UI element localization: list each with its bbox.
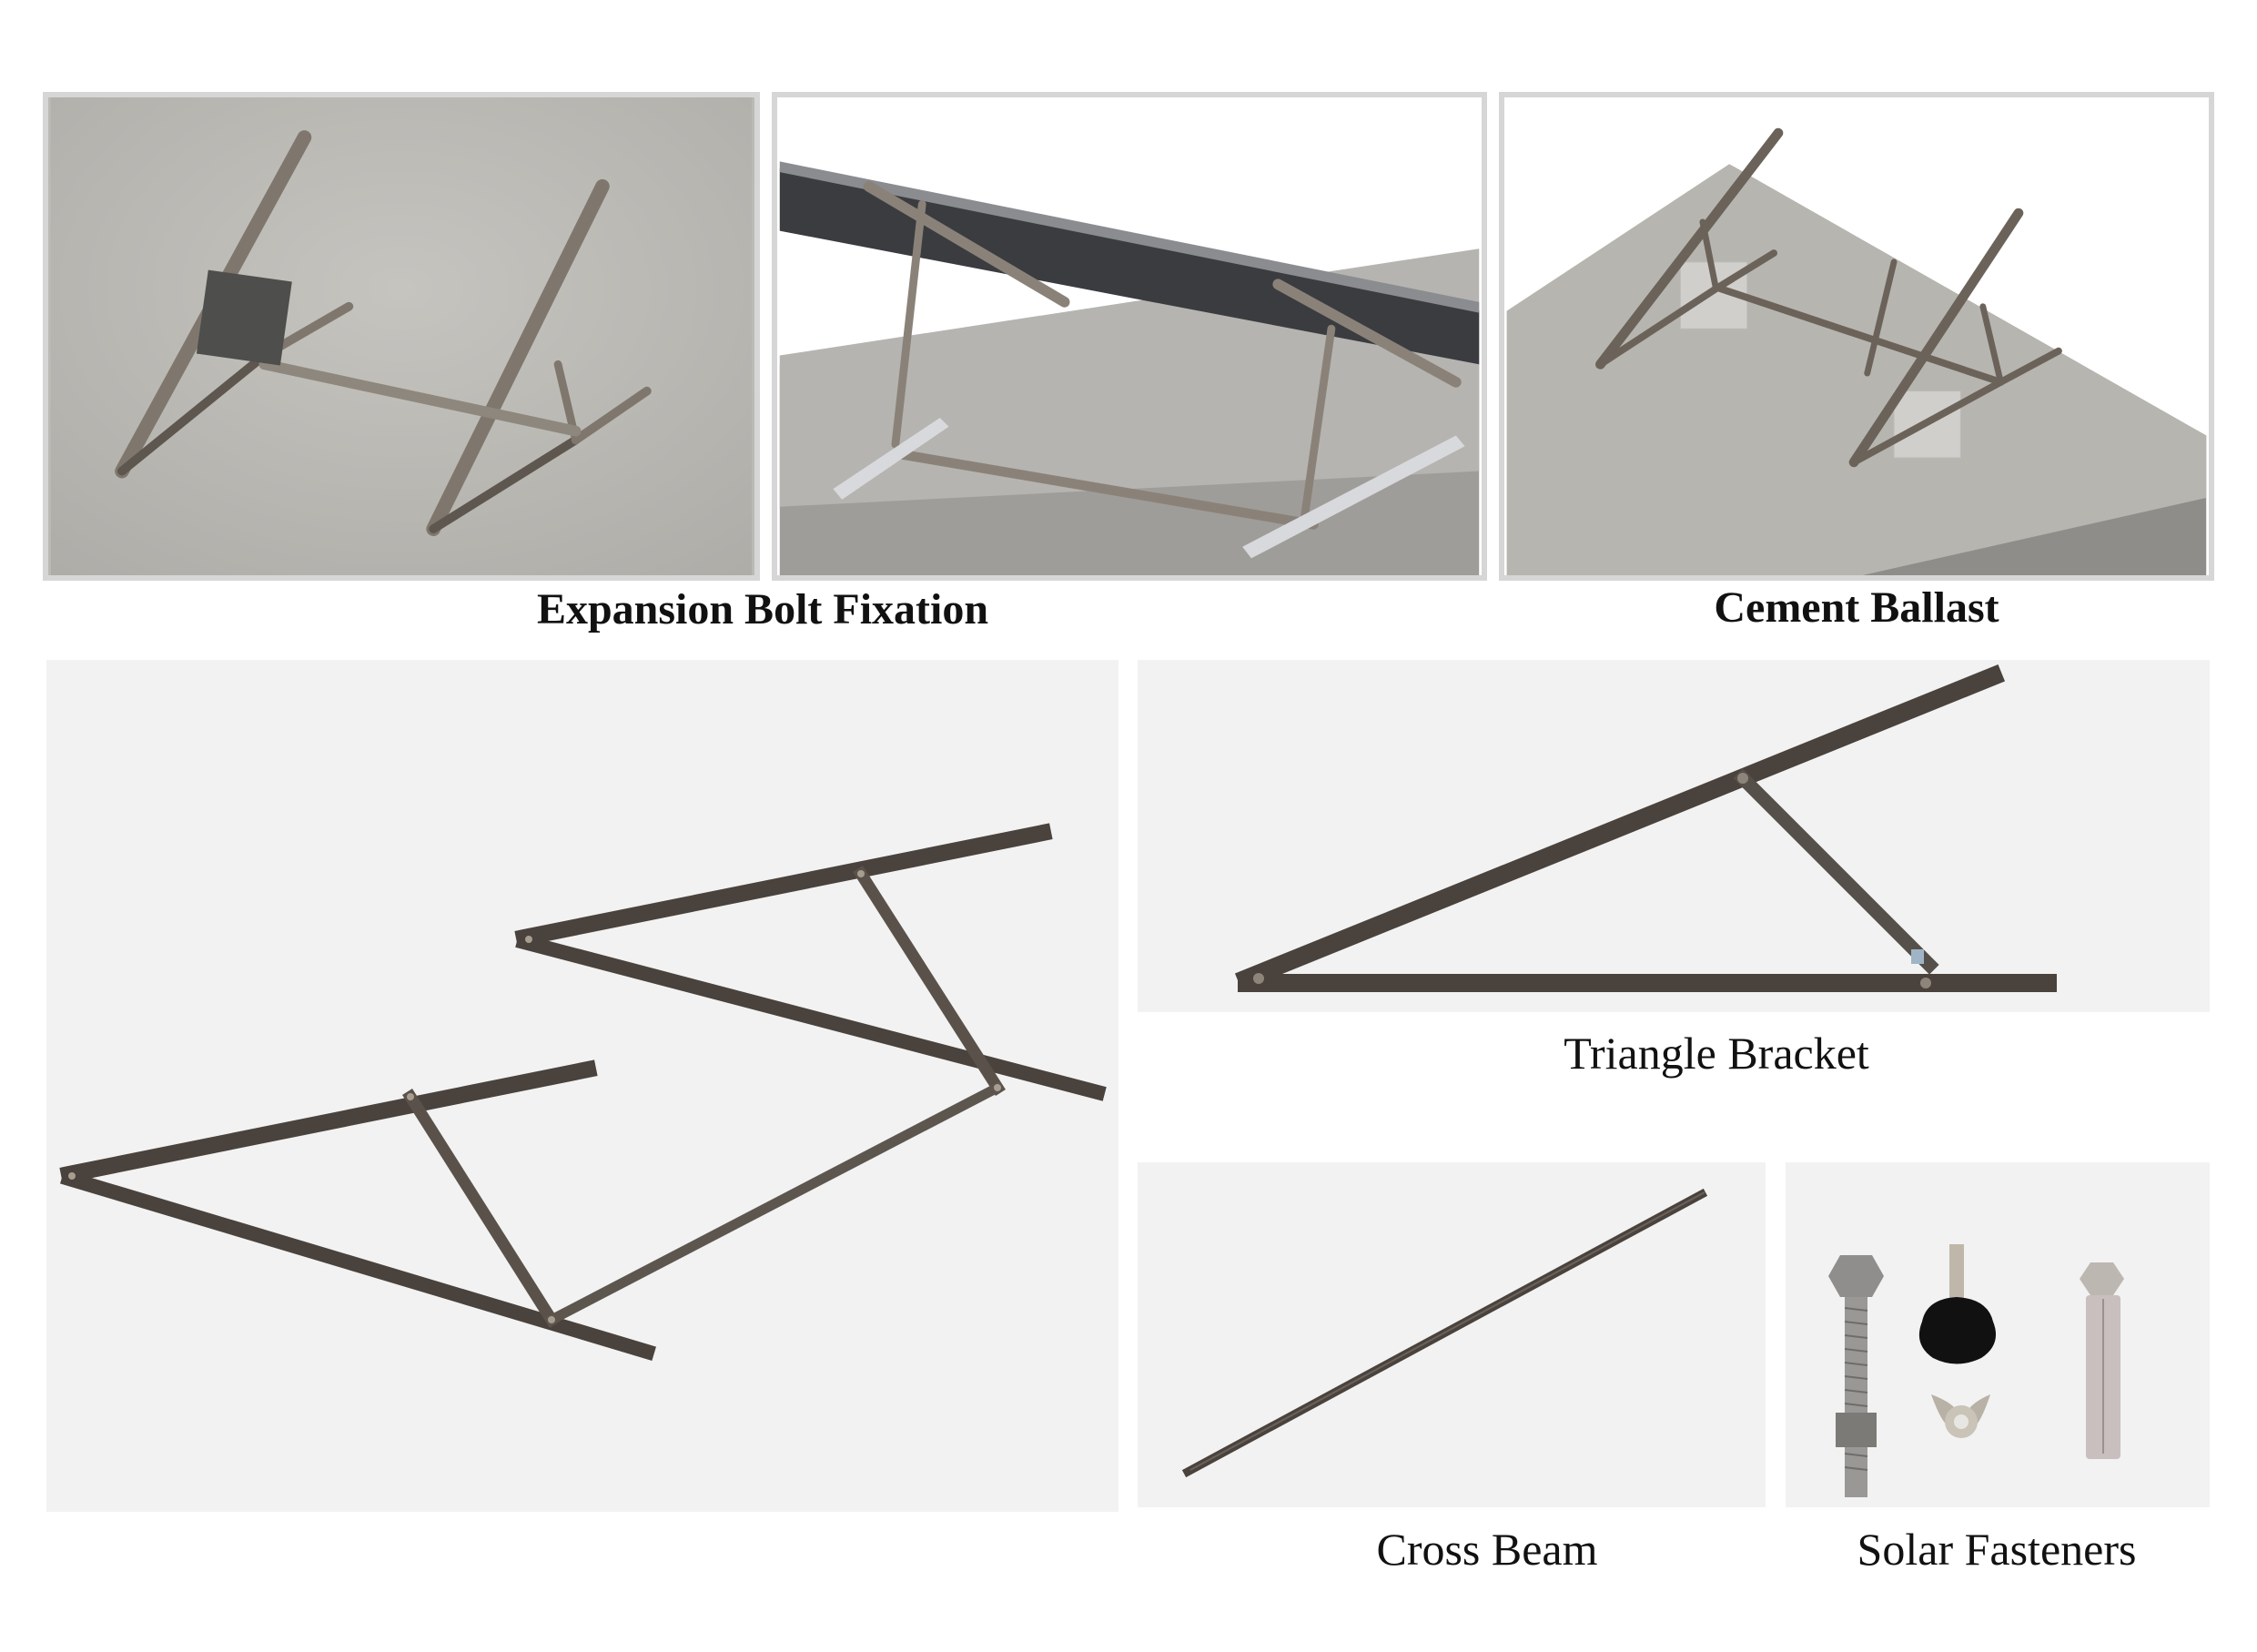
cross-beam-illustration bbox=[1181, 1188, 1708, 1478]
cement-ballast-photo bbox=[1499, 92, 2214, 581]
hex-bolt-icon bbox=[1828, 1255, 1884, 1497]
bracket-assembly-image bbox=[46, 660, 1118, 1512]
expansion-bolt-photo-1 bbox=[43, 92, 760, 581]
assembly-illustration bbox=[59, 823, 1107, 1361]
fasteners-illustration bbox=[1828, 1244, 2124, 1497]
caption-solar-fasteners: Solar Fasteners bbox=[1857, 1524, 2137, 1575]
cross-beam-image bbox=[1138, 1162, 1766, 1507]
bracket-with-inverter-illustration bbox=[50, 97, 753, 575]
expansion-bolt-photo-2 bbox=[772, 92, 1487, 581]
triangle-bracket-illustration bbox=[1234, 664, 2057, 992]
microinverter-icon bbox=[196, 269, 292, 366]
wing-nut-icon bbox=[1931, 1394, 1990, 1438]
caption-cross-beam: Cross Beam bbox=[1376, 1524, 1598, 1575]
caption-expansion-bolt-fixation: Expansion Bolt Fixation bbox=[536, 585, 989, 633]
triangle-bracket-image bbox=[1138, 660, 2210, 1012]
expansion-anchor-icon bbox=[2080, 1262, 2124, 1459]
bracket-with-ballast-illustration bbox=[1506, 127, 2207, 575]
caption-cement-ballast: Cement Ballast bbox=[1714, 583, 1999, 632]
bracket-with-solar-panel-illustration bbox=[779, 161, 1480, 575]
star-knob-screw-icon bbox=[1918, 1244, 1997, 1364]
solar-fasteners-image bbox=[1786, 1162, 2210, 1507]
caption-triangle-bracket: Triangle Bracket bbox=[1564, 1028, 1869, 1079]
